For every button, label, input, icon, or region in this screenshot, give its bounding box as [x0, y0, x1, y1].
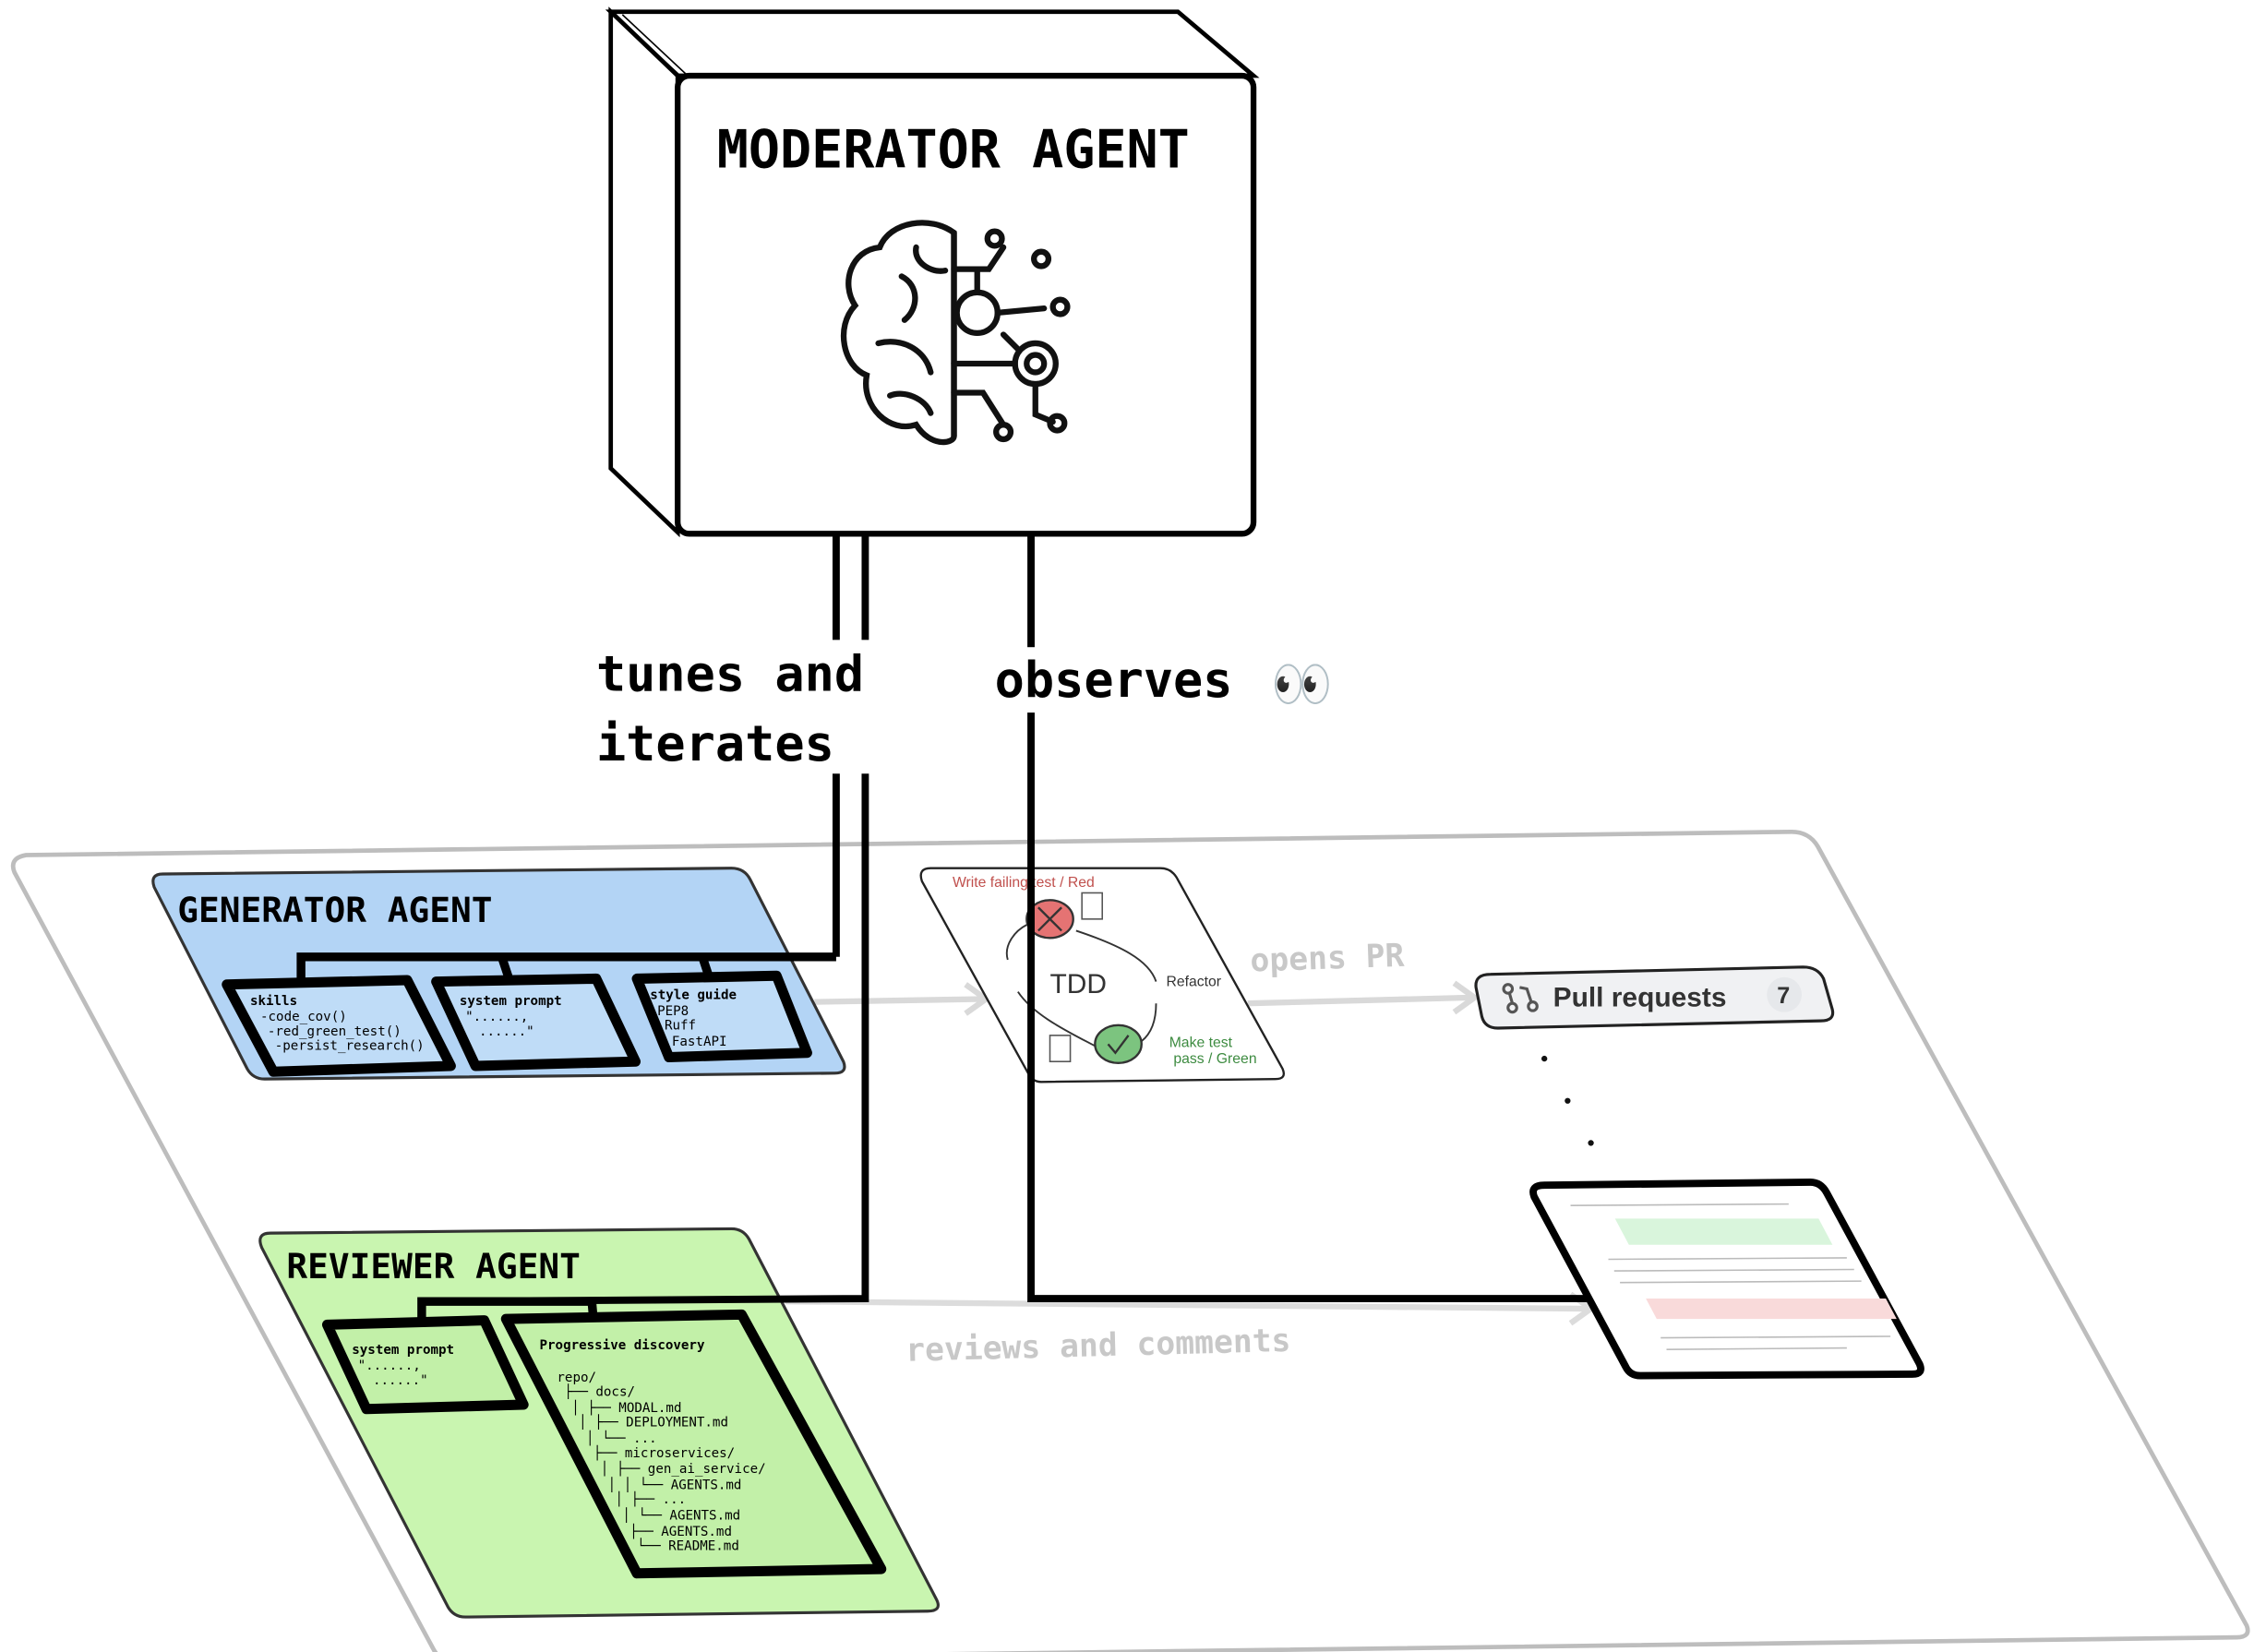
- prompt-line: "......,: [465, 1010, 528, 1024]
- tunes-label: tunes and: [596, 644, 864, 702]
- skills-line: -red_green_test(): [268, 1024, 402, 1039]
- generator-agent-panel: GENERATOR AGENT skills -code_cov() -red_…: [151, 867, 846, 1081]
- prompt-line: "......,: [358, 1359, 421, 1373]
- prompt-line: ......": [365, 1373, 427, 1388]
- reviewer-agent-panel: REVIEWER AGENT system prompt "......, ..…: [258, 1227, 940, 1619]
- tree-line: │ │ └── AGENTS.md: [608, 1476, 742, 1492]
- style-guide-line: FastAPI: [672, 1035, 727, 1049]
- opens-pr-label: opens PR: [1250, 938, 1405, 980]
- tree-line: │ ├── MODAL.md: [571, 1399, 681, 1416]
- pull-requests-badge[interactable]: Pull requests 7: [1474, 965, 1835, 1030]
- style-guide-title: style guide: [650, 988, 737, 1002]
- tree-line: │ ├── gen_ai_service/: [601, 1460, 766, 1477]
- tdd-card: Write failing test / Red TDD Refactor Ma…: [919, 867, 1286, 1083]
- test-file-icon: [1081, 892, 1104, 920]
- tree-line: ├── AGENTS.md: [629, 1523, 732, 1539]
- prompt-line: ......": [471, 1024, 534, 1039]
- skills-title: skills: [250, 994, 297, 1009]
- git-pull-request-icon: [1502, 983, 1539, 1014]
- skills-line: -persist_research(): [275, 1039, 425, 1054]
- tree-line: │ ├── DEPLOYMENT.md: [579, 1414, 728, 1431]
- generator-system-prompt-card: [431, 973, 641, 1071]
- eyes-icon: 👀: [1271, 655, 1333, 713]
- green-check-icon: [1094, 1024, 1143, 1064]
- style-guide-line: PEP8: [657, 1004, 689, 1019]
- progressive-discovery-title: Progressive discovery: [540, 1338, 705, 1353]
- cycle-arrows: [1005, 924, 1157, 1051]
- moderator-agent-box: MODERATOR AGENT: [605, 6, 1260, 538]
- tree-line: repo/: [557, 1371, 596, 1385]
- brain-circuit-icon: [840, 220, 1071, 446]
- tree-line: └── README.md: [637, 1538, 739, 1554]
- tdd-green-label: Make test: [1169, 1035, 1233, 1050]
- tdd-to-pr-arrow: [1247, 980, 1480, 1015]
- pull-requests-count: 7: [1777, 983, 1790, 1009]
- style-guide-line: Ruff: [665, 1019, 696, 1034]
- reviewer-title: REVIEWER AGENT: [286, 1246, 581, 1287]
- tree-line: │ ├── ...: [615, 1490, 686, 1507]
- tree-line: ├── docs/: [564, 1383, 635, 1400]
- ellipsis-dots: [1541, 1055, 1594, 1146]
- moderator-title: MODERATOR AGENT: [717, 119, 1190, 180]
- tdd-green-label: pass / Green: [1173, 1051, 1256, 1067]
- style-guide-card: [631, 970, 812, 1063]
- tree-line: ├── microservices/: [593, 1444, 735, 1461]
- generator-title: GENERATOR AGENT: [177, 890, 492, 930]
- skills-line: -code_cov(): [260, 1010, 347, 1024]
- reviewer-system-prompt-card: [321, 1315, 529, 1415]
- generator-system-prompt-title: system prompt: [460, 994, 562, 1009]
- reviewer-system-prompt-title: system prompt: [352, 1343, 454, 1358]
- code-file-icon: [1049, 1035, 1072, 1063]
- progressive-discovery-card: [500, 1309, 887, 1579]
- tdd-center-label: TDD: [1049, 969, 1107, 1000]
- tdd-refactor-label: Refactor: [1167, 974, 1222, 989]
- observes-label: observes: [995, 651, 1233, 709]
- skills-card: [222, 975, 456, 1077]
- pull-requests-label: Pull requests: [1553, 982, 1727, 1012]
- tunes-label: iterates: [596, 714, 834, 772]
- tdd-red-label: Write failing test / Red: [953, 875, 1095, 891]
- tree-line: │ └── AGENTS.md: [622, 1507, 740, 1524]
- tree-line: │ └── ...: [586, 1430, 657, 1446]
- pr-review-screenshot: [1529, 1179, 1924, 1380]
- observes-connector: [1027, 533, 1589, 1302]
